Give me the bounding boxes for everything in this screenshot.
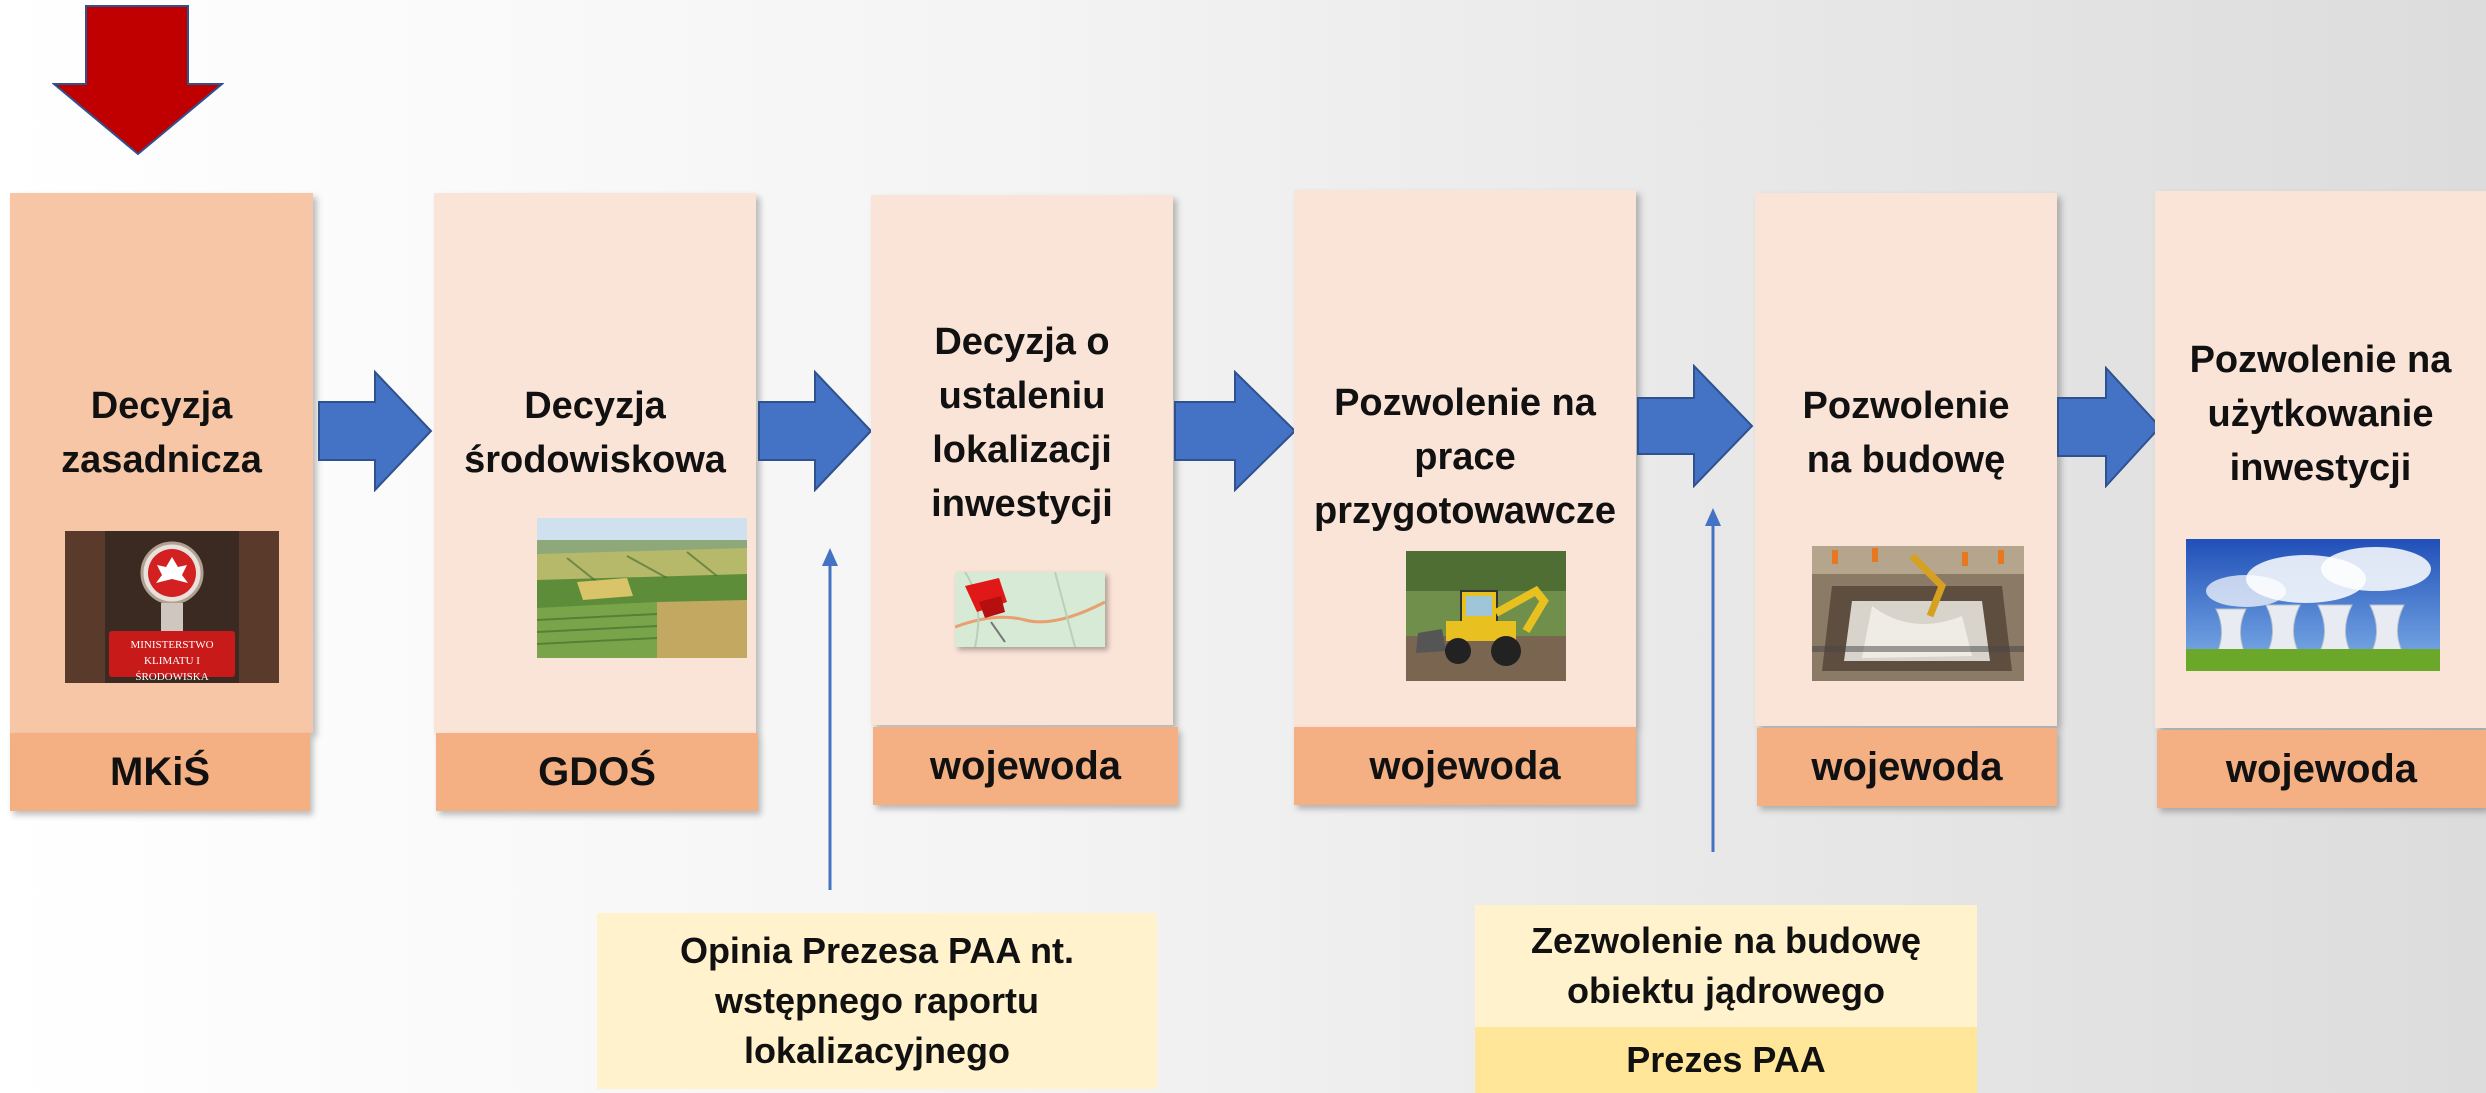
step-title: Decyzja zasadnicza bbox=[10, 379, 313, 487]
sign-text-line: MINISTERSTWO bbox=[130, 639, 214, 651]
excavator-icon bbox=[1406, 551, 1566, 681]
note-line: obiektu jądrowego bbox=[1566, 970, 1885, 1011]
step-title-line: Decyzja o bbox=[934, 321, 1110, 363]
step-card-decyzja-srodowiskowa: Decyzja środowiskowa bbox=[434, 193, 756, 733]
step-title-line: inwestycji bbox=[931, 483, 1113, 525]
flow-arrow-icon bbox=[758, 370, 873, 492]
step-title-line: Decyzja bbox=[524, 385, 666, 427]
step-title-line: lokalizacji bbox=[932, 429, 1112, 471]
step-card-decyzja-zasadnicza: Decyzja zasadnicza MINISTERSTWO KLIMATU … bbox=[10, 193, 313, 733]
note-opinia-prezesa-paa: Opinia Prezesa PAA nt. wstępnego raportu… bbox=[597, 913, 1157, 1089]
current-step-marker-arrow-icon bbox=[52, 5, 224, 156]
flow-arrow-icon bbox=[318, 370, 433, 492]
step-authority-footer: wojewoda bbox=[1757, 728, 2057, 806]
note-line: lokalizacyjnego bbox=[743, 1030, 1011, 1071]
step-title: Pozwolenie na użytkowanie inwestycji bbox=[2155, 333, 2486, 495]
note-line: Zezwolenie na budowę bbox=[1530, 920, 1922, 961]
construction-site-icon bbox=[1812, 546, 2024, 681]
flow-arrow-icon bbox=[1637, 364, 1754, 488]
step-authority-footer: GDOŚ bbox=[436, 733, 758, 811]
step-title-line: inwestycji bbox=[2229, 447, 2412, 489]
note-zezwolenie-na-budowe: Zezwolenie na budowę obiektu jądrowego bbox=[1475, 905, 1977, 1027]
step-title: Decyzja o ustaleniu lokalizacji inwestyc… bbox=[871, 315, 1173, 531]
note-authority-footer: Prezes PAA bbox=[1475, 1027, 1977, 1093]
step-title-line: Decyzja bbox=[90, 385, 233, 427]
step-title-line: Pozwolenie na bbox=[1334, 382, 1596, 424]
up-arrow-icon bbox=[1705, 508, 1721, 852]
step-title-line: Pozwolenie na bbox=[2189, 339, 2452, 381]
step-authority-footer: wojewoda bbox=[2157, 730, 2486, 808]
step-card-pozwolenie-na-budowe: Pozwolenie na budowę bbox=[1755, 193, 2057, 726]
step-authority-footer: MKiŚ bbox=[10, 733, 310, 811]
cooling-towers-icon bbox=[2186, 539, 2440, 671]
note-line: Opinia Prezesa PAA nt. bbox=[679, 930, 1075, 971]
step-title: Pozwolenie na prace przygotowawcze bbox=[1294, 376, 1636, 538]
step-title-line: środowiskowa bbox=[464, 439, 726, 481]
step-title: Pozwolenie na budowę bbox=[1755, 379, 2057, 487]
step-authority-footer: wojewoda bbox=[873, 727, 1178, 805]
flow-arrow-icon bbox=[1174, 370, 1297, 492]
step-authority-footer: wojewoda bbox=[1294, 727, 1636, 805]
step-title-line: przygotowawcze bbox=[1314, 490, 1616, 532]
step-card-pozwolenie-na-prace: Pozwolenie na prace przygotowawcze bbox=[1294, 190, 1636, 727]
sign-text: MINISTERSTWO KLIMATU I ŚRODOWISKA bbox=[109, 637, 235, 683]
step-card-pozwolenie-na-uzytkowanie: Pozwolenie na użytkowanie inwestycji bbox=[2155, 191, 2486, 728]
step-title-line: Pozwolenie bbox=[1802, 385, 2010, 427]
farmland-icon bbox=[537, 518, 747, 658]
step-title-line: zasadnicza bbox=[61, 439, 262, 481]
step-title-line: prace bbox=[1414, 436, 1516, 478]
step-title-line: ustaleniu bbox=[938, 375, 1106, 417]
map-pin-icon bbox=[955, 572, 1105, 647]
step-title-line: na budowę bbox=[1806, 439, 2006, 481]
ministry-sign-icon: MINISTERSTWO KLIMATU I ŚRODOWISKA bbox=[65, 531, 279, 683]
up-arrow-icon bbox=[822, 548, 838, 890]
note-line: wstępnego raportu bbox=[714, 980, 1039, 1021]
step-title: Decyzja środowiskowa bbox=[434, 379, 756, 487]
step-title-line: użytkowanie bbox=[2207, 393, 2434, 435]
flow-arrow-icon bbox=[2057, 366, 2162, 488]
sign-text-line: KLIMATU I ŚRODOWISKA bbox=[135, 655, 209, 683]
step-card-decyzja-o-lokalizacji: Decyzja o ustaleniu lokalizacji inwestyc… bbox=[871, 195, 1173, 725]
